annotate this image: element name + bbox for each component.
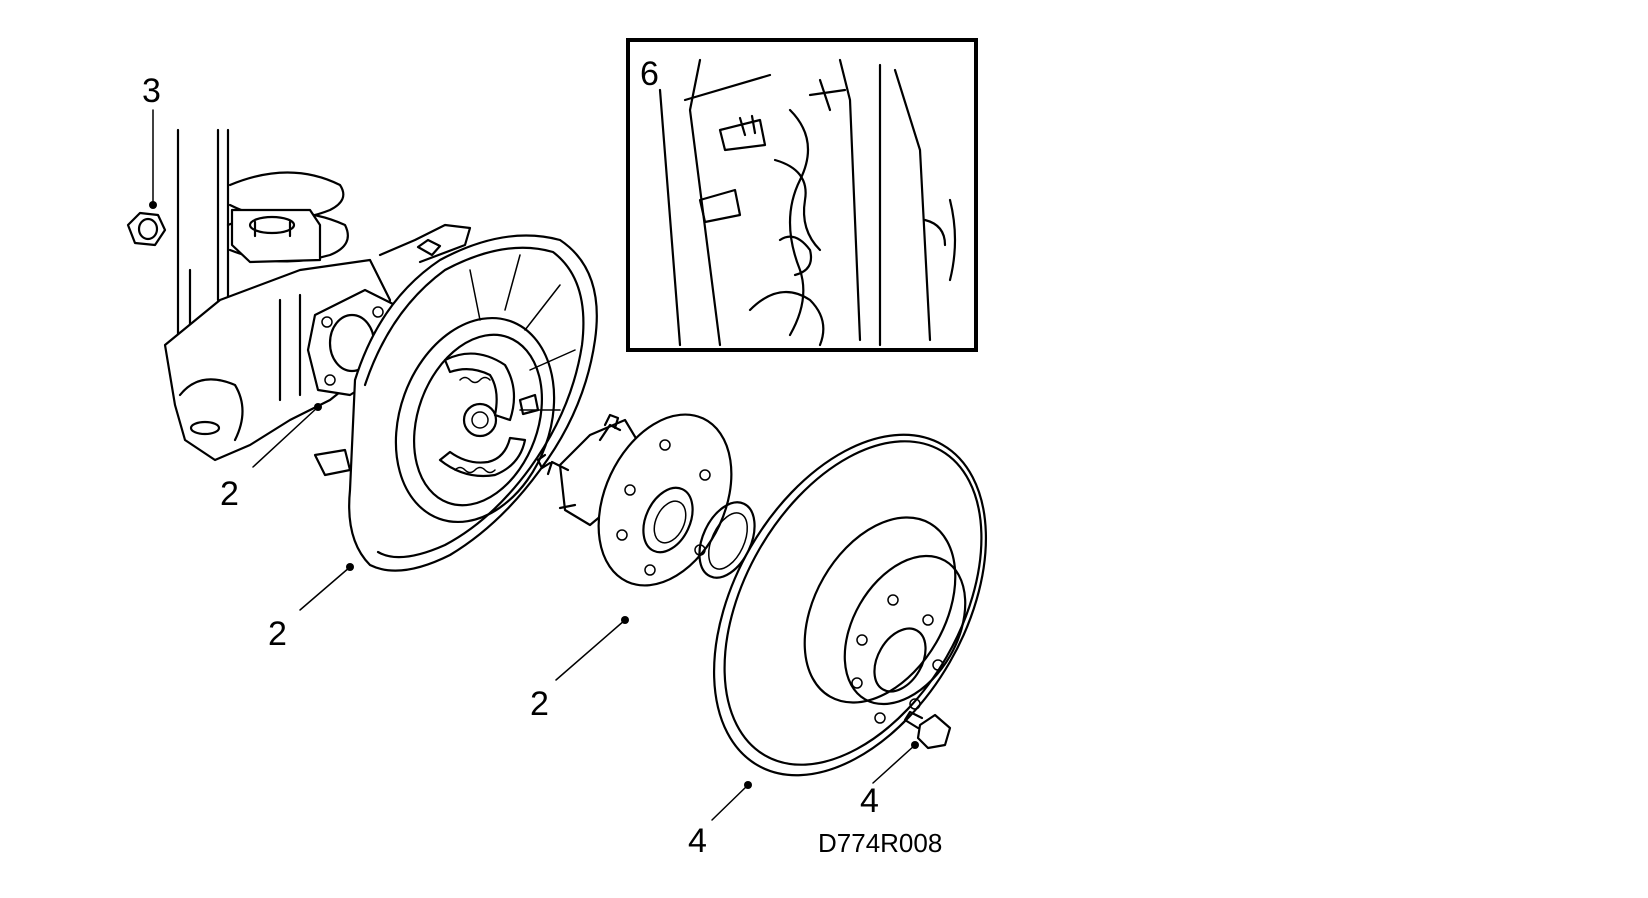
figure-code: D774R008 <box>818 828 942 858</box>
callout-bolt-label: 4 <box>860 782 879 820</box>
callout-nut-label: 3 <box>142 72 161 110</box>
callout-disc-label: 4 <box>688 822 707 860</box>
disc-retaining-bolt <box>903 710 952 750</box>
callout-backplate-label: 2 <box>268 615 287 653</box>
brake-backing-plate <box>313 234 598 572</box>
brake-disc <box>712 433 988 777</box>
callout-hub-label: 2 <box>530 685 549 723</box>
leader-lines <box>149 109 919 821</box>
callout-inset-label: 6 <box>640 55 659 93</box>
wheel-hub <box>536 413 756 587</box>
inset-detail-box <box>626 38 978 352</box>
callout-knuckle-label: 2 <box>220 475 239 513</box>
nut <box>126 211 167 247</box>
